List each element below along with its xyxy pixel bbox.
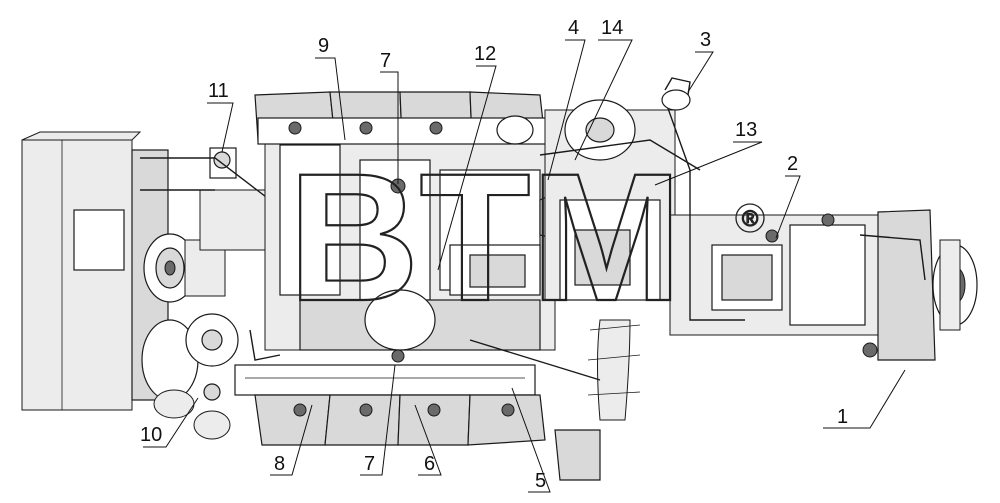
callout-6: 6	[424, 453, 435, 475]
leader-lines	[143, 39, 906, 493]
registered-mark: ®	[742, 206, 758, 231]
front-bracket	[140, 147, 271, 251]
callout-1: 1	[837, 406, 848, 428]
callout-9: 9	[318, 35, 329, 57]
transmission-housing	[669, 209, 978, 361]
callout-2: 2	[787, 153, 798, 175]
turbo-section	[544, 99, 676, 481]
top-cylinder-heads	[254, 91, 549, 145]
watermark: BTM ®	[287, 134, 765, 340]
callout-11: 11	[208, 80, 229, 102]
callout-13: 13	[735, 119, 757, 141]
callout-5: 5	[535, 470, 546, 492]
callout-8: 8	[274, 453, 285, 475]
callout-7-bottom: 7	[364, 453, 375, 475]
callout-labels: 1 2 3 4 14 5 6 7 7 8 9 10 11 12 13	[140, 17, 848, 492]
callout-4: 4	[568, 17, 579, 39]
pipes	[249, 77, 926, 381]
central-units	[364, 178, 561, 363]
callout-7-top: 7	[380, 50, 391, 72]
callout-12: 12	[474, 43, 496, 65]
filter-canisters	[141, 313, 239, 440]
callout-10: 10	[140, 424, 162, 446]
watermark-text: BTM	[288, 135, 682, 339]
callout-14: 14	[601, 17, 623, 39]
callout-3: 3	[700, 29, 711, 51]
